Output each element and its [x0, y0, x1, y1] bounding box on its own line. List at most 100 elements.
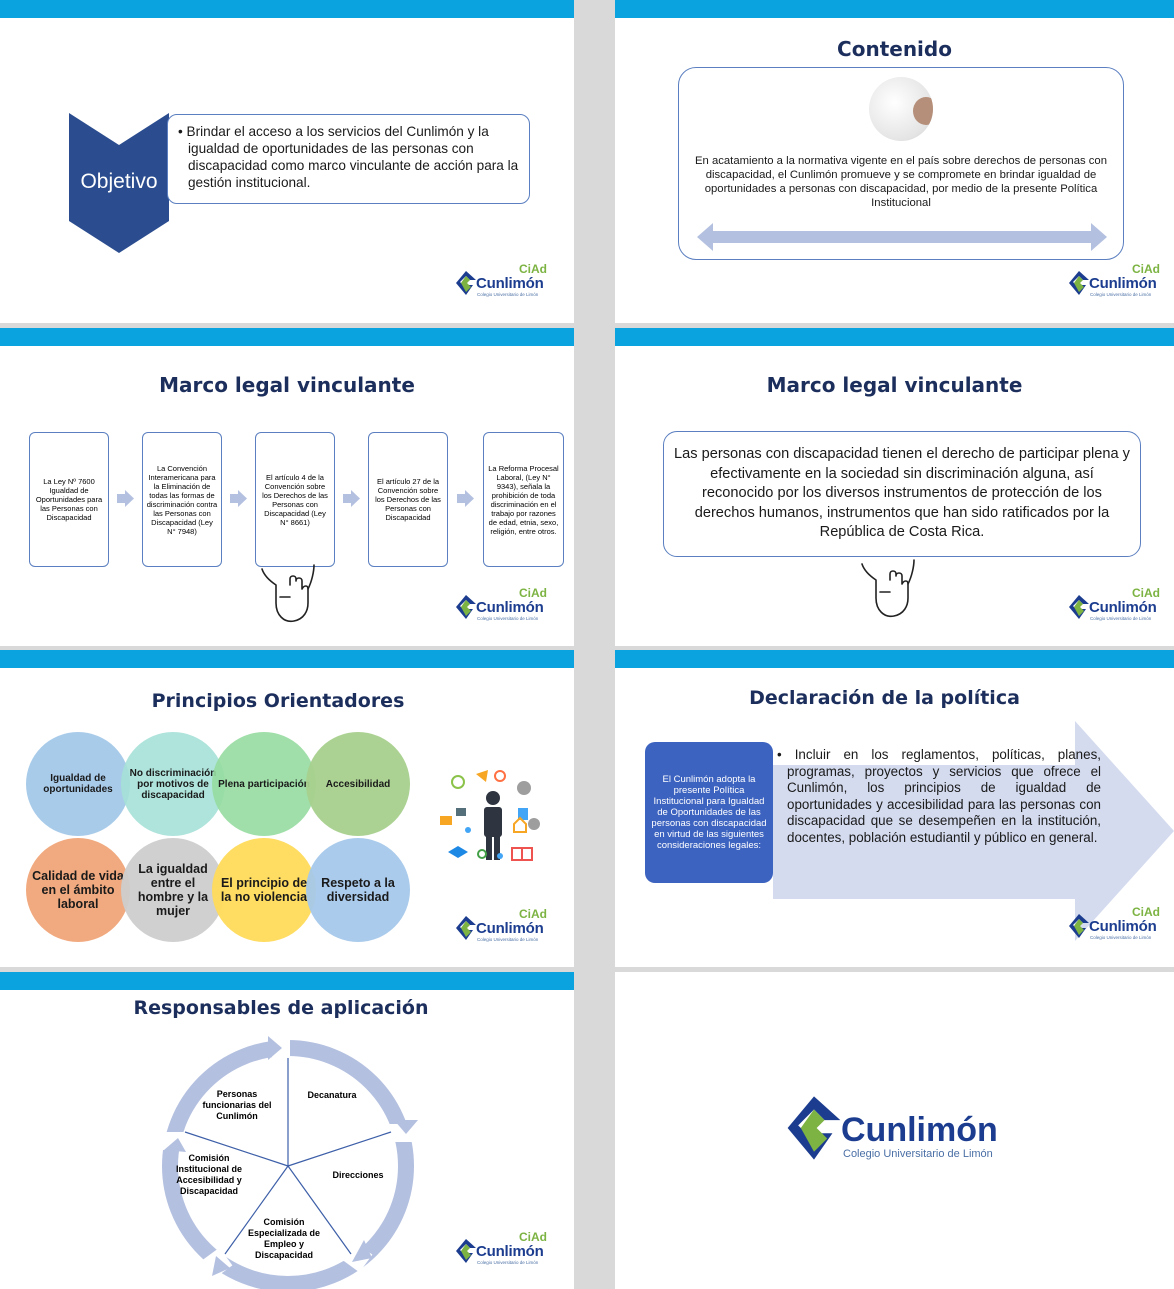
sign-language-hand-icon [861, 559, 915, 618]
slide-objetivo[interactable]: Objetivo • Brindar el acceso a los servi… [0, 0, 574, 323]
legal-box-text: El artículo 4 de la Convención sobre los… [262, 472, 328, 527]
cunlimon-logo-icon [455, 1238, 477, 1264]
slide-title: Principios Orientadores [151, 690, 405, 712]
cunlimon-logo-subtitle: Colegio Universitario de Limón [477, 937, 539, 942]
segment-label-direcciones: Direcciones [322, 1164, 394, 1186]
sign-language-hand-icon [261, 564, 315, 623]
legal-box-3: El artículo 4 de la Convención sobre los… [255, 432, 335, 567]
arrow-right-icon [230, 490, 247, 507]
legal-box-text: La Ley Nº 7600 Igualdad de Oportunidades… [35, 477, 103, 522]
cunlimon-logo-text: Cunlimón [1089, 599, 1157, 616]
cunlimon-logo-text: Cunlimón [1089, 275, 1157, 292]
principle-circle-igualdad: Igualdad de oportunidades [26, 732, 130, 836]
principle-circle-diversidad: Respeto a la diversidad [306, 838, 410, 942]
principle-label: Igualdad de oportunidades [43, 773, 113, 795]
cunlimon-logo-icon [1068, 594, 1090, 620]
marco-legal-text: Las personas con discapacidad tienen el … [674, 446, 1130, 541]
slide-title: Declaración de la política [749, 687, 1020, 709]
slide-top-bar [0, 650, 574, 668]
cunlimon-logo-icon [1068, 913, 1090, 939]
legal-box-1: La Ley Nº 7600 Igualdad de Oportunidades… [29, 432, 109, 567]
cunlimon-logo-text: Cunlimón [476, 920, 544, 937]
cunlimon-logo: CiAd Cunlimón Colegio Universitario de L… [1068, 262, 1164, 302]
legal-box-4: El artículo 27 de la Convención sobre lo… [368, 432, 448, 567]
cunlimon-big-logo-text: Cunlimón [841, 1111, 998, 1149]
ciad-logo-text: CiAd [519, 586, 547, 600]
cunlimon-big-logo-subtitle: Colegio Universitario de Limón [843, 1148, 993, 1160]
legal-box-text: La Reforma Procesal Laboral, (Ley N° 934… [488, 463, 559, 536]
slide-top-bar [615, 0, 1174, 18]
principle-circle-accesibilidad: Accesibilidad [306, 732, 410, 836]
slide-title: Contenido [837, 37, 952, 61]
principle-label: Calidad de vida en el ámbito laboral [32, 869, 124, 911]
arrow-right-icon [343, 490, 360, 507]
objetivo-text-box: • Brindar el acceso a los servicios del … [167, 114, 530, 204]
legal-box-text: La Convención Interamericana para la Eli… [146, 463, 218, 536]
segment-label-funcionarias: Personas funcionarias del Cunlimón [196, 1080, 278, 1130]
person-connections-icon [440, 770, 540, 861]
principle-label: Respeto a la diversidad [321, 876, 395, 904]
big-arrow-shape [773, 721, 1174, 941]
slide-marco-legal-1[interactable]: Marco legal vinculante La Ley Nº 7600 Ig… [0, 328, 574, 646]
cunlimon-logo-subtitle: Colegio Universitario de Limón [477, 1260, 539, 1265]
slide-top-bar [615, 328, 1174, 346]
contenido-text: En acatamiento a la normativa vigente en… [695, 155, 1107, 209]
principle-circle-no-violencia: El principio de la no violencia [212, 838, 316, 942]
principle-circle-no-discriminacion: No discriminación por motivos de discapa… [121, 732, 225, 836]
slide-responsables[interactable]: Responsables de aplicación Personas func… [0, 972, 574, 1289]
double-arrow-icon [697, 223, 1107, 251]
hand-shape [913, 97, 933, 125]
principle-circle-participacion: Plena participación [212, 732, 316, 836]
cunlimon-logo-icon [1068, 270, 1090, 296]
slide-logo[interactable]: Cunlimón Colegio Universitario de Limón [615, 972, 1174, 1289]
segment-label-comision-empleo: Comisión Especializada de Empleo y Disca… [244, 1216, 324, 1262]
slide-top-bar [0, 972, 574, 990]
ciad-logo-text: CiAd [1132, 262, 1160, 276]
cunlimon-logo: CiAd Cunlimón Colegio Universitario de L… [1068, 586, 1164, 626]
marco-legal-text-box: Las personas con discapacidad tienen el … [663, 431, 1141, 557]
slide-top-bar [0, 328, 574, 346]
contenido-image [869, 77, 933, 141]
slide-declaracion[interactable]: Declaración de la política El Cunlimón a… [615, 650, 1174, 967]
cunlimon-logo: CiAd Cunlimón Colegio Universitario de L… [1068, 905, 1164, 945]
ciad-logo-text: CiAd [1132, 905, 1160, 919]
principle-circle-calidad-vida: Calidad de vida en el ámbito laboral [26, 838, 130, 942]
principle-circle-igualdad-genero: La igualdad entre el hombre y la mujer [121, 838, 225, 942]
cycle-diagram [160, 1036, 418, 1289]
ciad-logo-text: CiAd [519, 907, 547, 921]
cunlimon-logo-icon [455, 270, 477, 296]
cunlimon-logo-subtitle: Colegio Universitario de Limón [1090, 935, 1152, 940]
cunlimon-logo-subtitle: Colegio Universitario de Limón [1090, 616, 1152, 621]
cunlimon-big-logo-icon [785, 1093, 843, 1163]
slide-title: Marco legal vinculante [159, 373, 415, 397]
ciad-logo-text: CiAd [1132, 586, 1160, 600]
segment-label-comision-accesibilidad: Comisión Institucional de Accesibilidad … [168, 1150, 250, 1200]
segment-text: Personas funcionarias del Cunlimón [202, 1088, 272, 1121]
cunlimon-logo-subtitle: Colegio Universitario de Limón [1090, 292, 1152, 297]
slide-marco-legal-2[interactable]: Marco legal vinculante Las personas con … [615, 328, 1174, 646]
objetivo-bullet: • Brindar el acceso a los servicios del … [178, 124, 519, 190]
cunlimon-logo-subtitle: Colegio Universitario de Limón [477, 616, 539, 621]
arrow-right-icon [457, 490, 474, 507]
cunlimon-logo: CiAd Cunlimón Colegio Universitario de L… [455, 586, 551, 626]
cunlimon-logo: CiAd Cunlimón Colegio Universitario de L… [455, 1230, 551, 1270]
legal-box-5: La Reforma Procesal Laboral, (Ley N° 934… [483, 432, 564, 567]
segment-text: Comisión Especializada de Empleo y Disca… [247, 1217, 321, 1260]
declaracion-left-box: El Cunlimón adopta la presente Política … [645, 742, 773, 883]
slide-principios[interactable]: Principios Orientadores Igualdad de opor… [0, 650, 574, 967]
cunlimon-logo: CiAd Cunlimón Colegio Universitario de L… [455, 262, 551, 302]
contenido-box [678, 67, 1124, 260]
cunlimon-logo-subtitle: Colegio Universitario de Limón [477, 292, 539, 297]
principle-label: No discriminación por motivos de discapa… [129, 767, 217, 801]
ciad-logo-text: CiAd [519, 262, 547, 276]
cunlimon-logo-text: Cunlimón [476, 275, 544, 292]
segment-text: Decanatura [307, 1090, 357, 1100]
cunlimon-logo-icon [455, 915, 477, 941]
slide-contenido[interactable]: Contenido En acatamiento a la normativa … [615, 0, 1174, 323]
slide-title: Responsables de aplicación [133, 997, 429, 1019]
ciad-logo-text: CiAd [519, 1230, 547, 1244]
segment-text: Direcciones [332, 1170, 384, 1180]
slide-top-bar [615, 650, 1174, 668]
cunlimon-logo-text: Cunlimón [476, 1243, 544, 1260]
legal-box-text: El artículo 27 de la Convención sobre lo… [375, 477, 441, 522]
